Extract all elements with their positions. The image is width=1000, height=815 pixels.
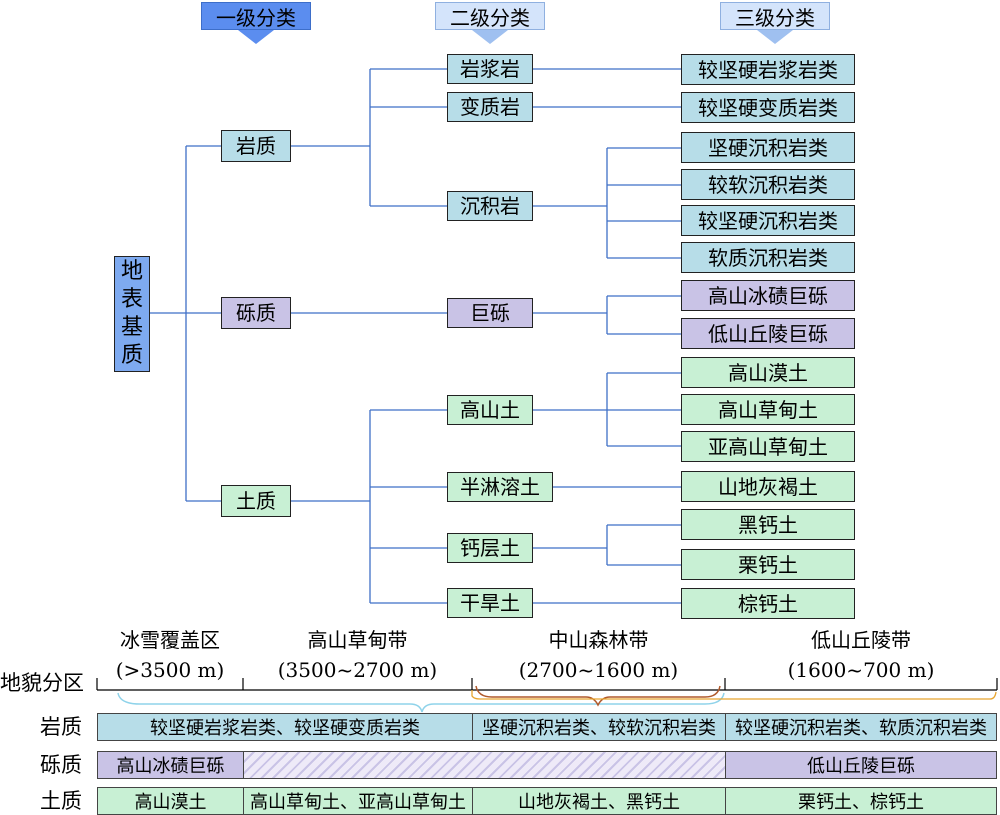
level3-brown-calcic: 棕钙土: [681, 588, 855, 619]
level2-igneous: 岩浆岩: [447, 54, 533, 84]
level3-chernozem: 黑钙土: [681, 509, 855, 540]
level1-gravel: 砾质: [221, 297, 291, 329]
brace-lowhill: [471, 690, 997, 700]
soil-cell: 栗钙土、棕钙土: [725, 787, 997, 815]
level2-header: 二级分类: [435, 2, 545, 44]
level3-metamorphic-hard: 较坚硬变质岩类: [681, 92, 855, 123]
soil-cell: 山地灰褐土、黑钙土: [472, 787, 726, 815]
zone-alpine-meadow: 高山草甸带 (3500~2700 m): [243, 625, 472, 685]
soil-cell: 高山漠土: [97, 787, 244, 815]
level2-alpine-soil: 高山土: [447, 395, 533, 425]
zone-mid-forest: 中山森林带 (2700~1600 m): [472, 625, 725, 685]
zone-low-hill: 低山丘陵带 (1600~700 m): [725, 625, 997, 685]
zone-range: (3500~2700 m): [277, 658, 438, 682]
level3-chestnut: 栗钙土: [681, 549, 855, 580]
level3-sed-hard: 坚硬沉积岩类: [681, 132, 855, 163]
rock-cell: 较坚硬沉积岩类、软质沉积岩类: [725, 713, 997, 741]
level2-semi-leached: 半淋溶土: [447, 472, 553, 502]
rock-cell: 坚硬沉积岩类、较软沉积岩类: [472, 713, 726, 741]
level3-sed-weak: 软质沉积岩类: [681, 242, 855, 273]
level3-low-hill-boulder: 低山丘陵巨砾: [681, 318, 855, 349]
zone-axis: [96, 678, 998, 691]
level2-arid: 干旱土: [447, 588, 533, 618]
row-label-soil: 土质: [40, 789, 82, 813]
down-arrow-icon: [238, 30, 274, 44]
zone-range: (2700~1600 m): [518, 658, 679, 682]
level3-subalpine-meadow: 亚高山草甸土: [681, 431, 855, 462]
level3-alpine-moraine: 高山冰碛巨砾: [681, 280, 855, 311]
brace-alpine: [117, 692, 725, 713]
root-char: 地: [120, 259, 143, 284]
level3-header-label: 三级分类: [720, 2, 830, 30]
row-label-rock: 岩质: [40, 715, 82, 739]
root-char: 表: [120, 287, 143, 312]
brace-forest: [475, 685, 721, 707]
root-node: 地 表 基 质: [114, 256, 150, 372]
level1-soil: 土质: [221, 485, 291, 517]
level2-calcic: 钙层土: [447, 533, 533, 563]
zone-axis-label: 地貌分区: [0, 671, 84, 695]
level1-header-label: 一级分类: [201, 2, 311, 30]
zone-range: (1600~700 m): [787, 658, 935, 682]
level3-sed-fairly-hard: 较坚硬沉积岩类: [681, 205, 855, 236]
soil-cell: 高山草甸土、亚高山草甸土: [243, 787, 473, 815]
gravel-hatched-gap: [243, 751, 726, 779]
level2-sedimentary: 沉积岩: [447, 191, 533, 221]
zone-name: 低山丘陵带: [811, 628, 911, 652]
down-arrow-icon: [757, 30, 793, 44]
level3-sed-soft: 较软沉积岩类: [681, 169, 855, 200]
root-char: 基: [120, 315, 143, 340]
level2-boulder: 巨砾: [447, 298, 533, 328]
level1-rock: 岩质: [221, 130, 291, 162]
level3-mountain-gray: 山地灰褐土: [681, 471, 855, 502]
root-char: 质: [120, 343, 143, 368]
gravel-cell: 低山丘陵巨砾: [725, 751, 997, 779]
level2-metamorphic: 变质岩: [447, 92, 533, 122]
level2-header-label: 二级分类: [435, 2, 545, 30]
level1-header: 一级分类: [201, 2, 311, 44]
zone-name: 冰雪覆盖区: [120, 628, 220, 652]
level3-igneous-hard: 较坚硬岩浆岩类: [681, 54, 855, 85]
zone-range: (>3500 m): [115, 658, 225, 682]
zone-ice: 冰雪覆盖区 (>3500 m): [97, 625, 243, 685]
level3-alpine-desert: 高山漠土: [681, 357, 855, 388]
zone-name: 高山草甸带: [307, 628, 408, 652]
level3-header: 三级分类: [720, 2, 830, 44]
row-label-gravel: 砾质: [40, 753, 82, 777]
down-arrow-icon: [472, 30, 508, 44]
level3-alpine-meadow: 高山草甸土: [681, 394, 855, 425]
rock-cell: 较坚硬岩浆岩类、较坚硬变质岩类: [97, 713, 473, 741]
gravel-cell: 高山冰碛巨砾: [97, 751, 244, 779]
zone-name: 中山森林带: [548, 628, 649, 652]
